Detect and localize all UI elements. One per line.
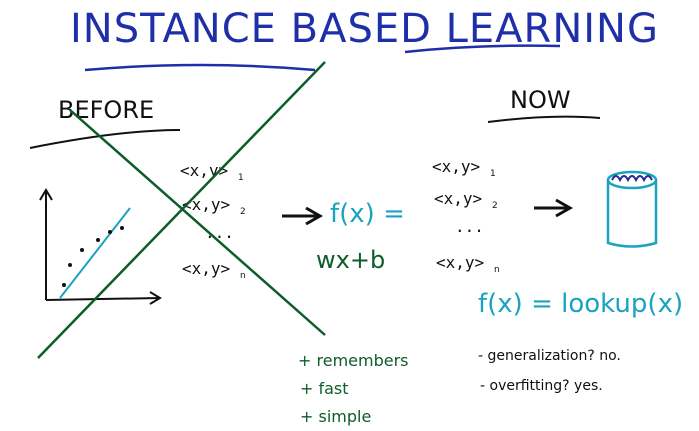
before-heading: BEFORE bbox=[58, 96, 154, 124]
before-function-expr: wx+b bbox=[316, 246, 385, 274]
data-point bbox=[108, 230, 112, 234]
now-ellipsis: ... bbox=[455, 217, 484, 236]
cross-out-line-2 bbox=[37, 61, 326, 359]
title-underline-right bbox=[404, 44, 561, 54]
before-tuple-2: <x,y> bbox=[182, 195, 230, 214]
data-point bbox=[96, 238, 100, 242]
now-arrow bbox=[534, 198, 574, 218]
title-underline-left bbox=[84, 63, 316, 72]
cross-out-line-1 bbox=[69, 109, 326, 336]
pro-item-remembers: + remembers bbox=[298, 351, 409, 370]
now-lookup: f(x) = lookup(x) bbox=[478, 289, 683, 319]
data-point bbox=[62, 283, 66, 287]
data-point bbox=[68, 263, 72, 267]
before-subscript-1: 1 bbox=[238, 173, 244, 183]
before-tuple-n: <x,y> bbox=[182, 259, 230, 278]
pro-item-fast: + fast bbox=[300, 379, 349, 398]
note-generalization: - generalization? no. bbox=[478, 348, 621, 364]
regression-plot bbox=[39, 188, 162, 305]
plot-x-axis bbox=[45, 291, 162, 305]
now-subscript-n: n bbox=[494, 265, 500, 275]
now-subscript-2: 2 bbox=[492, 201, 498, 211]
now-heading: NOW bbox=[510, 86, 571, 114]
before-underline bbox=[29, 129, 181, 149]
data-point bbox=[120, 226, 124, 230]
before-subscript-2: 2 bbox=[240, 207, 246, 217]
data-point bbox=[80, 248, 84, 252]
before-subscript-n: n bbox=[240, 271, 246, 281]
database-icon bbox=[606, 170, 658, 248]
before-ellipsis: ... bbox=[205, 223, 234, 242]
note-overfitting: - overfitting? yes. bbox=[480, 378, 603, 394]
now-tuple-1: <x,y> bbox=[432, 157, 480, 176]
pro-item-simple: + simple bbox=[300, 407, 371, 426]
plot-y-axis bbox=[39, 188, 53, 300]
page-title: INSTANCE BASED LEARNING bbox=[70, 6, 659, 52]
fit-line bbox=[59, 207, 131, 299]
now-tuple-n: <x,y> bbox=[436, 253, 484, 272]
before-arrow bbox=[282, 206, 324, 226]
now-tuple-2: <x,y> bbox=[434, 189, 482, 208]
before-function: f(x) = bbox=[330, 199, 405, 229]
now-subscript-1: 1 bbox=[490, 169, 496, 179]
now-underline bbox=[487, 115, 601, 123]
